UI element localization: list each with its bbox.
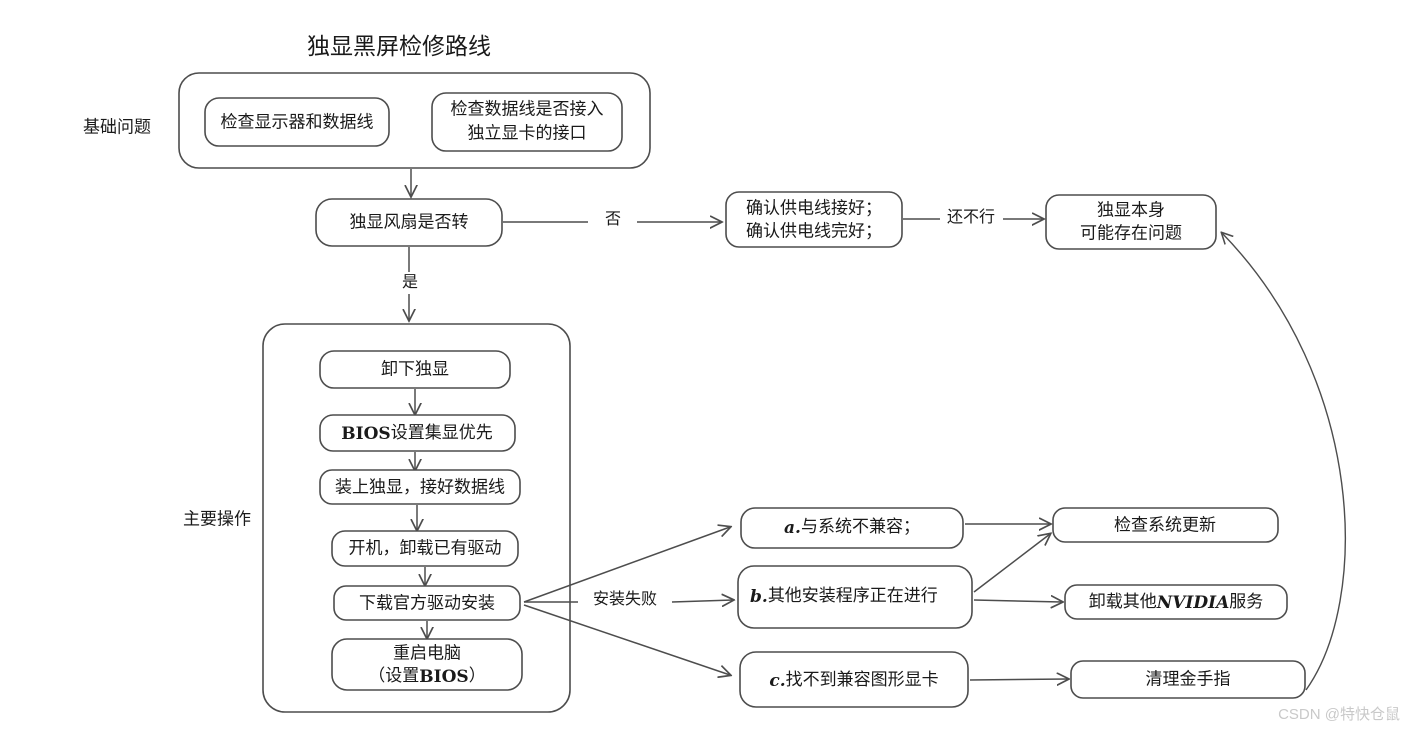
edge-label-install-failed: 安装失败 bbox=[593, 590, 657, 608]
section-label-basic: 基础问题 bbox=[83, 117, 151, 136]
edge-label-yes: 是 bbox=[402, 274, 418, 291]
node-download-driver-label: 下载官方驱动安装 bbox=[359, 593, 495, 612]
node-check-system-update[interactable] bbox=[1052, 507, 1279, 543]
node-check-cable-port-line2: 独立显卡的接口 bbox=[468, 123, 587, 142]
node-restart-pc-line1: 重启电脑 bbox=[393, 643, 461, 662]
cause-c-text: 找不到兼容图形显卡 bbox=[786, 670, 939, 689]
edge-label-still-fail: 还不行 bbox=[947, 208, 995, 226]
edge-label-no: 否 bbox=[605, 211, 621, 228]
node-cause-b-label: b.其他安装程序正在进行 bbox=[750, 586, 938, 606]
group-main-operations bbox=[262, 323, 571, 713]
page-title: 独显黑屏检修路线 bbox=[307, 33, 491, 59]
node-power-line-check[interactable] bbox=[725, 191, 903, 248]
node-install-gpu[interactable] bbox=[319, 469, 521, 505]
edge-fail-to-c bbox=[523, 604, 730, 675]
group-basic-issues bbox=[178, 72, 651, 169]
node-uninstall-other-nvidia[interactable] bbox=[1064, 584, 1288, 620]
edge-clean-to-gpu-itself bbox=[1222, 233, 1346, 691]
node-clean-gold-fingers[interactable] bbox=[1070, 660, 1306, 699]
node-bios-igpu-priority[interactable] bbox=[319, 414, 516, 452]
cause-b-text: 其他安装程序正在进行 bbox=[768, 586, 938, 605]
node-fan-spin[interactable] bbox=[315, 198, 503, 247]
node-remove-gpu[interactable] bbox=[319, 350, 511, 389]
edge-b-to-sys-update bbox=[973, 534, 1050, 593]
node-bios-igpu-priority-label: BIOS设置集显优先 bbox=[341, 423, 492, 443]
node-boot-uninstall-driver-label: 开机，卸载已有驱动 bbox=[349, 538, 502, 557]
node-check-system-update-label: 检查系统更新 bbox=[1114, 515, 1216, 534]
edge-b-to-uninstall-nvidia bbox=[973, 600, 1062, 602]
node-cause-c-label: c.找不到兼容图形显卡 bbox=[769, 670, 938, 690]
node-check-cable-port-line1: 检查数据线是否接入 bbox=[451, 99, 604, 118]
node-uninstall-other-nvidia-label: 卸载其他NVIDIA服务 bbox=[1089, 592, 1264, 612]
edge-fail-to-b-right bbox=[671, 600, 733, 602]
cause-a-text: 与系统不兼容； bbox=[801, 517, 920, 536]
node-boot-uninstall-driver[interactable] bbox=[331, 530, 519, 567]
node-check-monitor-cable[interactable] bbox=[204, 97, 390, 147]
restart-paren-close: ） bbox=[469, 666, 486, 685]
uninstall-nvidia-post: 服务 bbox=[1229, 592, 1263, 611]
node-check-monitor-cable-label: 检查显示器和数据线 bbox=[221, 112, 374, 131]
cause-b-key: b. bbox=[750, 587, 768, 607]
nvidia-keyword: NVIDIA bbox=[1156, 593, 1230, 613]
node-gpu-itself-problem[interactable] bbox=[1045, 194, 1217, 250]
node-cause-a-label: a.与系统不兼容； bbox=[784, 517, 920, 537]
node-restart-pc-line2: （设置BIOS） bbox=[368, 666, 485, 686]
edge-fail-to-a bbox=[523, 527, 730, 603]
node-power-line-line1: 确认供电线接好； bbox=[746, 198, 882, 217]
node-power-line-line2: 确认供电线完好； bbox=[746, 221, 882, 240]
bios-igpu-rest: 设置集显优先 bbox=[391, 423, 493, 442]
bios-keyword-1: BIOS bbox=[341, 424, 390, 444]
node-clean-gold-fingers-label: 清理金手指 bbox=[1146, 669, 1231, 688]
bios-keyword-2: BIOS bbox=[419, 667, 468, 687]
section-label-main: 主要操作 bbox=[183, 509, 251, 528]
edge-c-to-clean-gold-fingers bbox=[969, 679, 1068, 680]
watermark: CSDN @特快仓鼠 bbox=[1278, 706, 1400, 723]
cause-c-key: c. bbox=[769, 671, 785, 691]
node-gpu-itself-line2: 可能存在问题 bbox=[1080, 223, 1182, 242]
node-fan-spin-label: 独显风扇是否转 bbox=[350, 212, 469, 231]
node-check-cable-port[interactable] bbox=[431, 92, 623, 152]
node-install-gpu-label: 装上独显，接好数据线 bbox=[335, 477, 505, 496]
node-cause-a[interactable] bbox=[740, 507, 964, 549]
node-restart-pc[interactable] bbox=[331, 638, 523, 691]
node-gpu-itself-line1: 独显本身 bbox=[1097, 200, 1165, 219]
node-download-driver[interactable] bbox=[333, 585, 521, 621]
restart-paren-open: （设置 bbox=[368, 666, 419, 685]
node-cause-c[interactable] bbox=[739, 651, 969, 708]
node-remove-gpu-label: 卸下独显 bbox=[381, 359, 449, 378]
uninstall-nvidia-pre: 卸载其他 bbox=[1089, 592, 1157, 611]
node-cause-b[interactable] bbox=[737, 565, 973, 629]
cause-a-key: a. bbox=[784, 518, 801, 538]
